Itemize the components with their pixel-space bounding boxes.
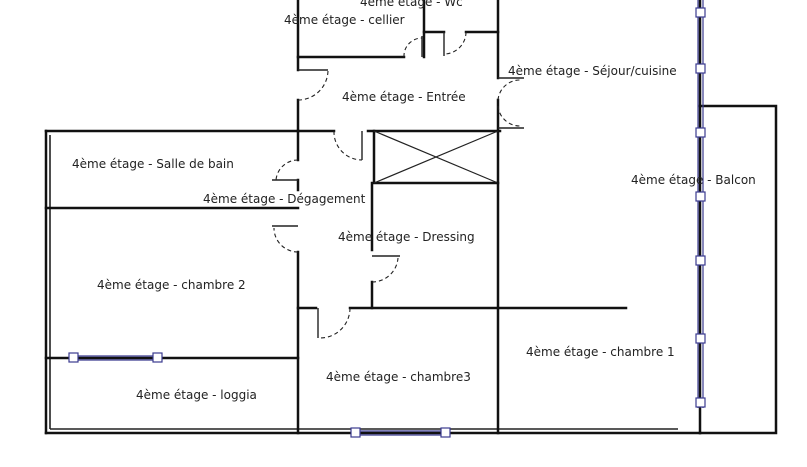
window-node [350, 427, 361, 438]
room-label-chambre3: 4ème étage - chambre3 [326, 370, 471, 384]
wall-shaft [372, 129, 500, 185]
door-cellier-arc [403, 37, 423, 58]
room-label-chambre2: 4ème étage - chambre 2 [97, 278, 246, 292]
door-bedroom3-arc [319, 307, 351, 339]
window-node [695, 63, 706, 74]
room-label-balcon: 4ème étage - Balcon [631, 173, 756, 187]
window-node [440, 427, 451, 438]
window-node [695, 127, 706, 138]
door-entree-right-arc-b [497, 105, 521, 127]
room-label-salle-de-bain: 4ème étage - Salle de bain [72, 157, 234, 171]
door-degagement-top-arc [333, 130, 363, 161]
room-label-sejour: 4ème étage - Séjour/cuisine [508, 64, 677, 78]
room-label-loggia: 4ème étage - loggia [136, 388, 257, 402]
room-label-chambre1: 4ème étage - chambre 1 [526, 345, 675, 359]
room-label-entree: 4ème étage - Entrée [342, 90, 466, 104]
door-entree-left-arc [297, 69, 329, 101]
window-node [695, 7, 706, 18]
shaft-cross-b [373, 130, 499, 184]
walls [44, 0, 778, 435]
room-label-dressing: 4ème étage - Dressing [338, 230, 475, 244]
room-labels: 4ème étage - Wc 4ème étage - cellier 4èm… [72, 0, 756, 402]
room-label-degagement: 4ème étage - Dégagement [203, 192, 366, 206]
room-label-cellier: 4ème étage - cellier [284, 13, 405, 27]
door-bath-arc [275, 159, 299, 181]
door-dressing-arc [371, 257, 399, 283]
windows [68, 0, 706, 438]
window-node [695, 191, 706, 202]
room-label-wc: 4ème étage - Wc [360, 0, 463, 9]
doors [272, 31, 524, 339]
window-node [695, 333, 706, 344]
door-bedroom2-arc [273, 227, 299, 253]
window-node [152, 352, 163, 363]
door-entree-right-arc [497, 79, 521, 101]
window-node [68, 352, 79, 363]
door-wc-arc [443, 31, 467, 55]
window-node [695, 397, 706, 408]
window-node [695, 255, 706, 266]
wall-balcon [698, 104, 778, 435]
